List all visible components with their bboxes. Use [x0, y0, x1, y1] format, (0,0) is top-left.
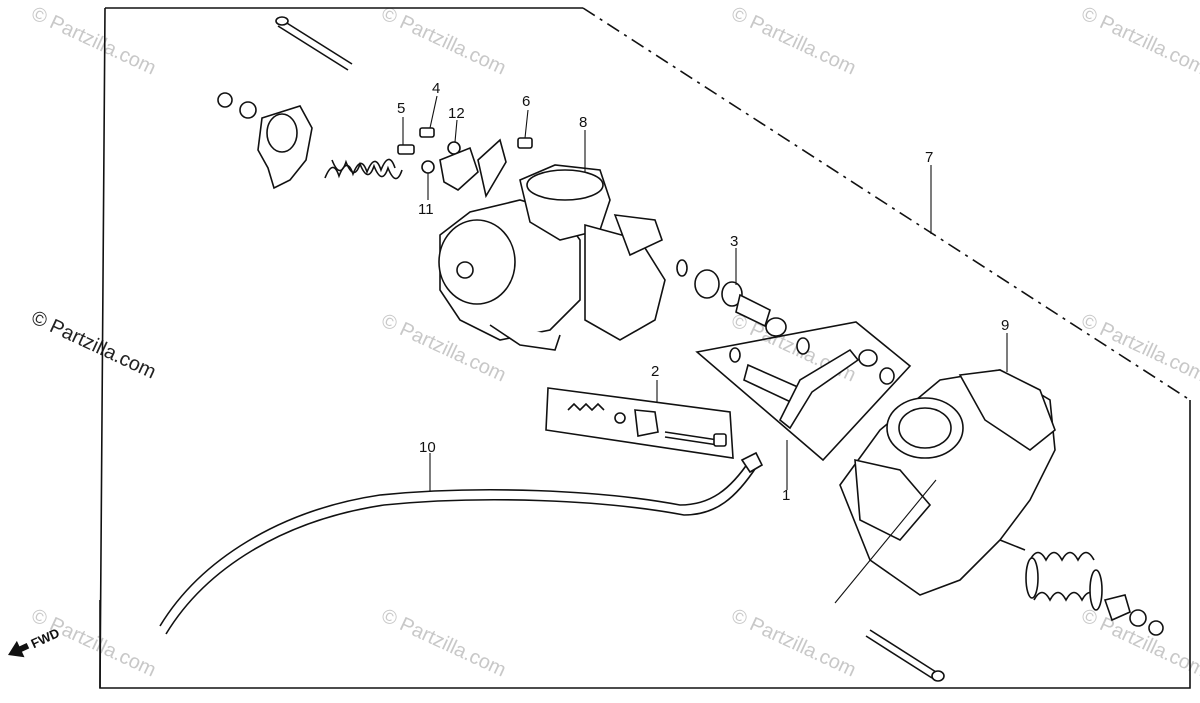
spring-left	[324, 158, 403, 180]
long-bolt-top	[275, 16, 353, 71]
fuel-tube	[159, 451, 764, 635]
callout-3: 3	[730, 233, 738, 250]
callout-1: 1	[782, 487, 790, 504]
watermark: © Partzilla.com	[378, 3, 509, 80]
long-bolt-bottom	[834, 479, 945, 682]
choke-parts	[676, 259, 810, 355]
callout-6: 6	[522, 93, 530, 110]
side-watermark: © Partzilla.com	[28, 307, 159, 384]
watermark: © Partzilla.com	[728, 3, 859, 80]
watermarks: © Partzilla.com © Partzilla.com © Partzi…	[28, 3, 1200, 682]
forward-direction-indicator: FWD	[8, 625, 62, 658]
small-hardware	[397, 127, 533, 199]
pilot-screw-kit	[545, 387, 734, 459]
callout-12: 12	[448, 105, 465, 122]
spring-right	[1025, 551, 1103, 611]
callout-7: 7	[925, 149, 933, 166]
watermark: © Partzilla.com	[728, 605, 859, 682]
throttle-drum-right	[1103, 594, 1164, 636]
throttle-drum-left	[217, 92, 313, 190]
leader-lines	[402, 95, 1008, 492]
fwd-label: FWD	[29, 625, 62, 651]
callout-11: 11	[418, 201, 434, 218]
watermark: © Partzilla.com	[28, 3, 159, 80]
watermark: © Partzilla.com	[378, 605, 509, 682]
linkage-kit	[695, 321, 912, 462]
watermark: © Partzilla.com	[1078, 310, 1200, 387]
watermark: © Partzilla.com	[1078, 3, 1200, 80]
carburetor-rear	[839, 369, 1056, 596]
carburetor-front	[438, 164, 666, 351]
callout-2: 2	[651, 363, 659, 380]
assembly-frame	[99, 7, 1191, 689]
callouts: 1 2 3 4 5 6 7 8 9 10 11 12	[397, 80, 1009, 504]
callout-9: 9	[1001, 317, 1009, 334]
callout-8: 8	[579, 114, 587, 131]
arrow-left-icon	[8, 640, 30, 658]
callout-10: 10	[419, 439, 436, 456]
callout-4: 4	[432, 80, 440, 97]
callout-5: 5	[397, 100, 405, 117]
